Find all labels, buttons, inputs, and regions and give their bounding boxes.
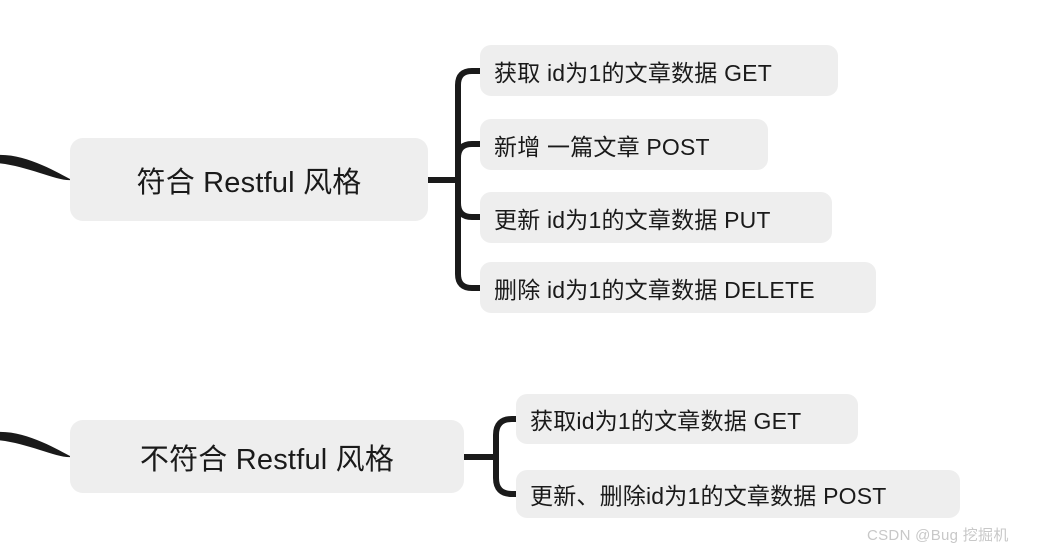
child-node-label: 获取id为1的文章数据 GET bbox=[530, 408, 802, 434]
child-node-delete[interactable]: 删除 id为1的文章数据 DELETE bbox=[480, 262, 876, 313]
parent-node-label: 符合 Restful 风格 bbox=[136, 166, 362, 199]
child-node-label: 删除 id为1的文章数据 DELETE bbox=[494, 276, 815, 303]
parent-node-restful-noncompliant[interactable]: 不符合 Restful 风格 bbox=[70, 420, 464, 493]
child-node-label: 更新、删除id为1的文章数据 POST bbox=[530, 483, 887, 509]
child-node-post[interactable]: 新增 一篇文章 POST bbox=[480, 119, 768, 170]
trunk-line-lower bbox=[0, 432, 72, 458]
child-node-noncompliant-get[interactable]: 获取id为1的文章数据 GET bbox=[516, 394, 858, 444]
csdn-watermark: CSDN @Bug 挖掘机 bbox=[867, 527, 1009, 544]
parent-node-label: 不符合 Restful 风格 bbox=[139, 443, 395, 476]
bracket-upper-elbow-2 bbox=[455, 141, 485, 161]
child-node-noncompliant-post[interactable]: 更新、删除id为1的文章数据 POST bbox=[516, 470, 960, 518]
bracket-upper-elbow-3 bbox=[455, 200, 485, 220]
bracket-upper bbox=[455, 68, 485, 291]
child-node-get[interactable]: 获取 id为1的文章数据 GET bbox=[480, 45, 838, 96]
child-node-label: 获取 id为1的文章数据 GET bbox=[494, 59, 772, 86]
parent-node-restful-compliant[interactable]: 符合 Restful 风格 bbox=[70, 138, 428, 221]
child-node-label: 新增 一篇文章 POST bbox=[494, 133, 710, 160]
child-node-put[interactable]: 更新 id为1的文章数据 PUT bbox=[480, 192, 832, 243]
trunk-line-upper bbox=[0, 155, 72, 181]
bracket-lower bbox=[493, 416, 521, 497]
child-node-label: 更新 id为1的文章数据 PUT bbox=[494, 206, 771, 233]
